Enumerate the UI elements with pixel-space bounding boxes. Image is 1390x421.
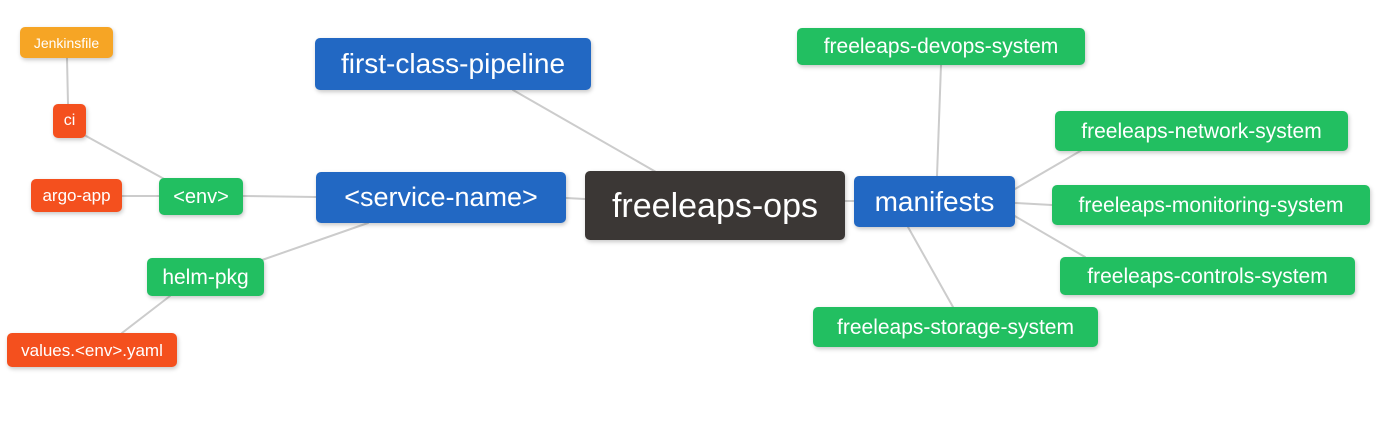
node-first-class-pipeline[interactable]: first-class-pipeline xyxy=(315,38,591,90)
node-jenkinsfile[interactable]: Jenkinsfile xyxy=(20,27,113,58)
node-freeleaps-storage-system[interactable]: freeleaps-storage-system xyxy=(813,307,1098,347)
edge-ci-env xyxy=(85,135,167,181)
edge-manifests-devops xyxy=(936,64,942,177)
edge-manifests-monitoring xyxy=(1014,202,1053,206)
node-env[interactable]: <env> xyxy=(159,178,243,215)
edge-manifests-controls xyxy=(1012,214,1086,258)
node-values-env-yaml[interactable]: values.<env>.yaml xyxy=(7,333,177,367)
node-freeleaps-ops-root[interactable]: freeleaps-ops xyxy=(585,171,845,240)
node-freeleaps-monitoring-system[interactable]: freeleaps-monitoring-system xyxy=(1052,185,1370,225)
edge-manifests-network xyxy=(1014,149,1083,190)
node-freeleaps-network-system[interactable]: freeleaps-network-system xyxy=(1055,111,1348,151)
edge-jenkinsfile-ci xyxy=(66,57,69,105)
node-helm-pkg[interactable]: helm-pkg xyxy=(147,258,264,296)
node-ci[interactable]: ci xyxy=(53,104,86,138)
edge-env-service xyxy=(242,195,317,198)
node-freeleaps-controls-system[interactable]: freeleaps-controls-system xyxy=(1060,257,1355,295)
edge-service-ops xyxy=(565,197,586,200)
edge-manifests-storage xyxy=(907,226,954,308)
node-argo-app[interactable]: argo-app xyxy=(31,179,122,212)
edge-pipeline-ops xyxy=(512,89,657,173)
edge-service-helm xyxy=(261,222,369,261)
node-manifests[interactable]: manifests xyxy=(854,176,1015,227)
edge-helm-values xyxy=(121,295,171,334)
node-service-name[interactable]: <service-name> xyxy=(316,172,566,223)
node-freeleaps-devops-system[interactable]: freeleaps-devops-system xyxy=(797,28,1085,65)
